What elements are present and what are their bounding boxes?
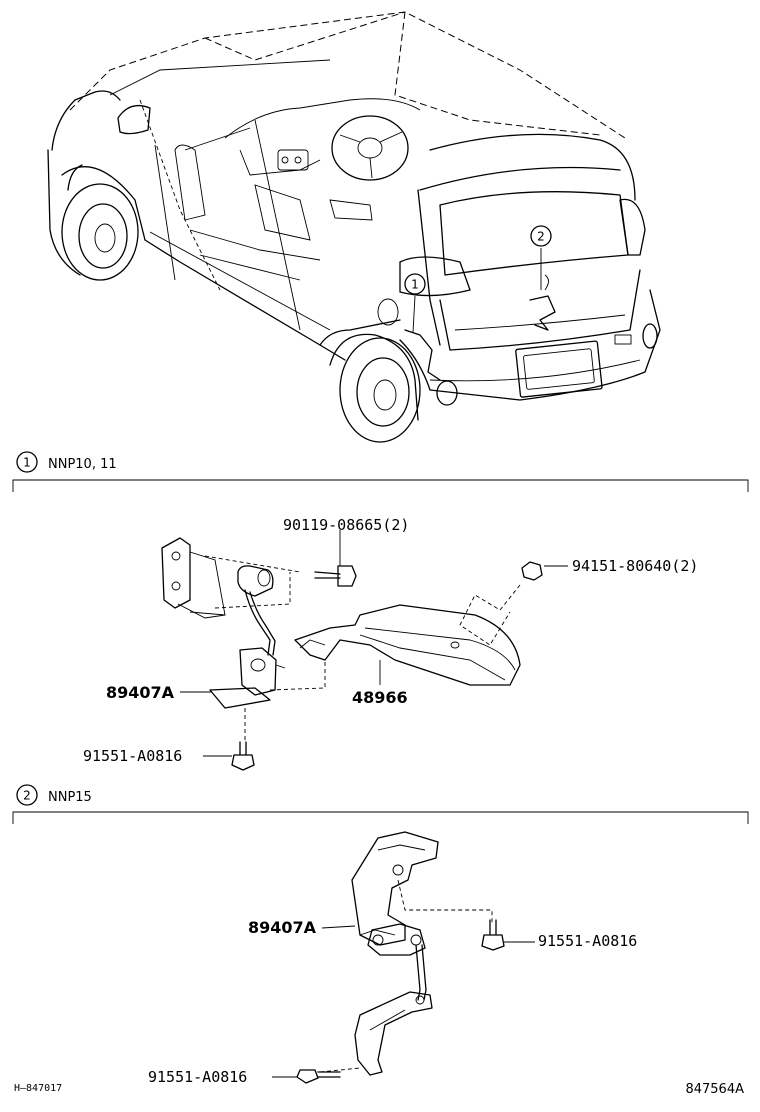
footer-figure-code: 847564A xyxy=(685,1082,744,1097)
section-2-header: 2 NNP15 xyxy=(12,784,749,824)
part-label-91551-bottom: 91551-A0816 xyxy=(148,1068,247,1086)
vehicle-illustration xyxy=(47,11,661,443)
callout-2: 2 xyxy=(530,225,552,247)
callout-2-number: 2 xyxy=(537,230,545,244)
section-2-labels: 89407A 91551-A0816 91551-A0816 xyxy=(148,918,637,1086)
callout-1: 1 xyxy=(404,273,426,295)
section-2-title: NNP15 xyxy=(48,790,92,805)
section-1-labels: 90119-08665(2) 94151-80640(2) 89407A 489… xyxy=(83,516,698,765)
part-label-90119: 90119-08665(2) xyxy=(283,516,409,534)
section-2-drawing xyxy=(272,831,535,1084)
section-1-title: NNP10, 11 xyxy=(48,457,117,472)
footer-source-code: H–847017 xyxy=(14,1083,62,1094)
part-label-94151: 94151-80640(2) xyxy=(572,557,698,575)
part-label-48966: 48966 xyxy=(352,688,408,707)
section-2-number: 2 xyxy=(23,789,31,803)
part-label-91551: 91551-A0816 xyxy=(83,747,182,765)
part-label-89407a-nnp15: 89407A xyxy=(248,918,317,937)
part-label-89407a: 89407A xyxy=(106,683,175,702)
part-label-91551-right: 91551-A0816 xyxy=(538,932,637,950)
section-1-drawing xyxy=(161,530,568,771)
callout-1-number: 1 xyxy=(411,278,419,292)
section-1-header: 1 NNP10, 11 xyxy=(12,451,749,492)
section-1-number: 1 xyxy=(23,456,31,470)
